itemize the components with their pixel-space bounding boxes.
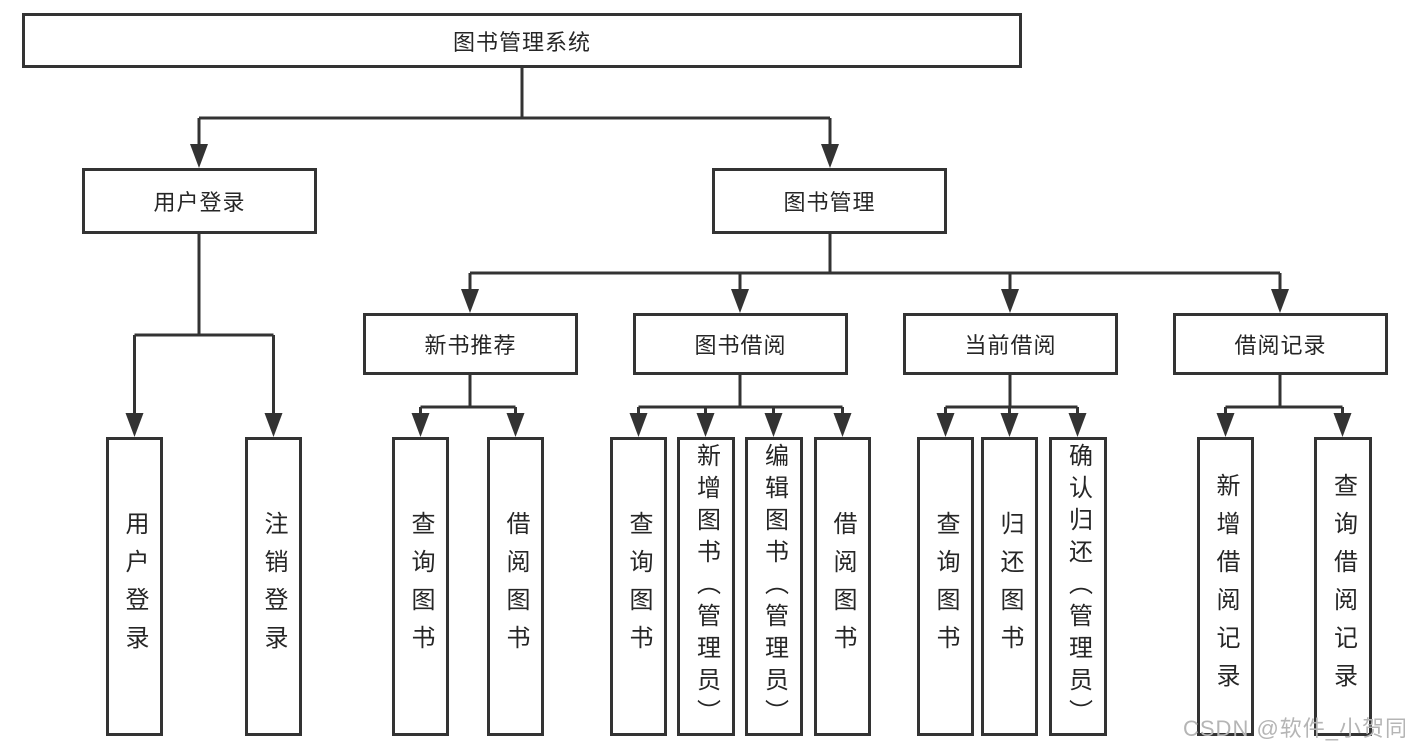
arrow-down-icon [1000,413,1019,437]
arrow-down-icon [1068,413,1087,437]
arrow-down-icon [1333,413,1352,437]
leaf-query-books-borrow: 查询图书 [610,437,667,736]
arrow-down-icon [731,289,749,313]
leaf-user-login: 用户登录 [106,437,163,736]
node-book-borrowing: 图书借阅 [633,313,848,375]
leaf-add-borrow-record: 新增借阅记录 [1197,437,1254,736]
node-new-book-recommendation: 新书推荐 [363,313,578,375]
arrow-down-icon [833,413,852,437]
leaf-edit-books-admin: 编辑图书（管理员） [745,437,803,736]
arrow-down-icon [1271,289,1289,313]
arrow-down-icon [125,413,144,437]
leaf-add-books-admin: 新增图书（管理员） [677,437,735,736]
leaf-logout: 注销登录 [245,437,302,736]
leaf-borrow-books-recommend: 借阅图书 [487,437,544,736]
arrow-down-icon [190,144,208,168]
arrow-down-icon [1216,413,1235,437]
arrow-down-icon [411,413,430,437]
arrow-down-icon [264,413,283,437]
arrow-down-icon [629,413,648,437]
node-borrowing-records: 借阅记录 [1173,313,1388,375]
leaf-confirm-return-admin: 确认归还（管理员） [1049,437,1107,736]
leaf-borrow-books: 借阅图书 [814,437,871,736]
leaf-query-borrow-record: 查询借阅记录 [1314,437,1372,736]
arrow-down-icon [936,413,955,437]
arrow-down-icon [821,144,839,168]
arrow-down-icon [696,413,715,437]
arrow-down-icon [764,413,783,437]
node-current-borrowing: 当前借阅 [903,313,1118,375]
node-user-login: 用户登录 [82,168,317,234]
leaf-return-books: 归还图书 [981,437,1038,736]
node-book-management: 图书管理 [712,168,947,234]
arrow-down-icon [1001,289,1019,313]
arrow-down-icon [506,413,525,437]
leaf-query-books-recommend: 查询图书 [392,437,449,736]
node-root: 图书管理系统 [22,13,1022,68]
watermark: CSDN @软件_小贺同学 [1183,716,1405,741]
arrow-down-icon [461,289,479,313]
leaf-query-books-current: 查询图书 [917,437,974,736]
